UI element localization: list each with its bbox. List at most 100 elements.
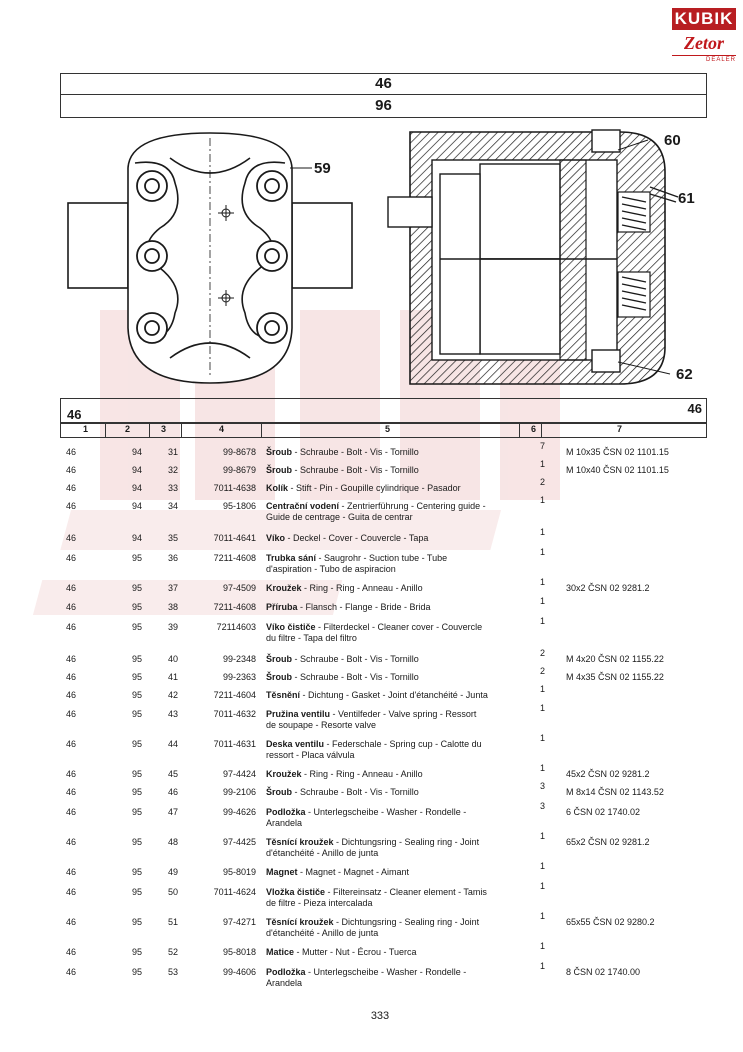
cell-quantity: 1: [540, 941, 546, 951]
part-name: Šroub: [266, 447, 292, 457]
part-name: Deska ventilu: [266, 739, 325, 749]
cell-subgroup: 95: [131, 672, 142, 682]
part-description-line2: d'étanchéité - Anillo de junta: [266, 928, 379, 938]
cell-part-number: 95-8018: [222, 947, 256, 957]
part-name: Víko čističe: [266, 622, 316, 632]
cell-quantity: 1: [540, 961, 546, 971]
table-title-left: 46: [67, 407, 82, 422]
part-name: Těsnící kroužek: [266, 837, 334, 847]
cell-part-number: 7211-4604: [213, 690, 256, 700]
cell-spec: M 8x14 ČSN 02 1143.52: [566, 787, 664, 797]
cell-group: 46: [66, 654, 77, 664]
part-description: - Zentrierführung - Centering guide -: [339, 501, 486, 511]
cell-group: 46: [66, 739, 77, 749]
cell-description: Trubka sání - Saugrohr - Suction tube - …: [266, 553, 534, 575]
cell-description: Centrační vodení - Zentrierführung - Cen…: [266, 501, 534, 523]
cell-description: Těsnění - Dichtung - Gasket - Joint d'ét…: [266, 690, 534, 701]
cell-part-number: 99-8678: [222, 447, 256, 457]
cell-group: 46: [66, 837, 77, 847]
cell-subgroup: 95: [131, 807, 142, 817]
cell-spec: 30x2 ČSN 02 9281.2: [566, 583, 650, 593]
cell-part-number: 7011-4641: [213, 533, 256, 543]
cell-group: 46: [66, 672, 77, 682]
part-name: Trubka sání: [266, 553, 317, 563]
cell-quantity: 3: [540, 801, 546, 811]
cell-description: Šroub - Schraube - Bolt - Vis - Tornillo: [266, 787, 534, 798]
part-description: - Filterdeckel - Cleaner cover - Couverc…: [315, 622, 483, 632]
part-description: - Dichtungsring - Sealing ring - Joint: [333, 917, 480, 927]
cell-quantity: 3: [540, 781, 546, 791]
part-description: - Schraube - Bolt - Vis - Tornillo: [292, 654, 419, 664]
logo-brand: KUBIK: [672, 8, 736, 30]
cell-quantity: 1: [540, 547, 546, 557]
cell-part-number: 97-4424: [222, 769, 256, 779]
cell-part-number: 99-8679: [222, 465, 256, 475]
cell-group: 46: [66, 709, 77, 719]
cell-description: Těsnící kroužek - Dichtungsring - Sealin…: [266, 837, 534, 859]
cell-group: 46: [66, 690, 77, 700]
cell-description: Šroub - Schraube - Bolt - Vis - Tornillo: [266, 465, 534, 476]
cell-subgroup: 95: [131, 690, 142, 700]
part-name: Těsnění: [266, 690, 301, 700]
part-description-line2: d'aspiration - Tubo de aspiracion: [266, 564, 396, 574]
part-name: Těsnící kroužek: [266, 917, 334, 927]
cell-group: 46: [66, 622, 77, 632]
col-header-7: 7: [617, 424, 623, 434]
cell-spec: M 10x35 ČSN 02 1101.15: [566, 447, 669, 457]
cell-position: 33: [167, 483, 178, 493]
cell-part-number: 99-2348: [222, 654, 256, 664]
table-title-bar: 46 46: [60, 398, 707, 424]
part-description-line2: ressort - Placa válvula: [266, 750, 355, 760]
cell-group: 46: [66, 602, 77, 612]
part-name: Příruba: [266, 602, 298, 612]
cell-spec: M 4x20 ČSN 02 1155.22: [566, 654, 664, 664]
part-description: - Dichtung - Gasket - Joint d'étanchéité…: [300, 690, 488, 700]
part-name: Magnet: [266, 867, 298, 877]
cell-quantity: 1: [540, 881, 546, 891]
cell-quantity: 1: [540, 616, 546, 626]
cell-position: 32: [167, 465, 178, 475]
part-description-line2: Arandela: [266, 978, 303, 988]
cell-quantity: 2: [540, 648, 546, 658]
cell-quantity: 1: [540, 527, 546, 537]
cell-group: 46: [66, 483, 77, 493]
cell-quantity: 1: [540, 495, 546, 505]
cell-subgroup: 95: [131, 622, 142, 632]
cell-group: 46: [66, 553, 77, 563]
cell-subgroup: 95: [131, 887, 142, 897]
cell-subgroup: 95: [131, 709, 142, 719]
part-name: Vložka čističe: [266, 887, 326, 897]
col-header-5: 5: [385, 424, 391, 434]
cell-position: 49: [167, 867, 178, 877]
cell-subgroup: 94: [131, 465, 142, 475]
cell-position: 43: [167, 709, 178, 719]
part-description: - Ventilfeder - Valve spring - Ressort: [330, 709, 477, 719]
subgroup-number: 96: [375, 97, 392, 114]
cell-group: 46: [66, 769, 77, 779]
cell-position: 36: [167, 553, 178, 563]
part-description: - Unterlegscheibe - Washer - Rondelle -: [305, 807, 467, 817]
cell-description: Kolík - Stift - Pin - Goupille cylindriq…: [266, 483, 534, 494]
cell-group: 46: [66, 867, 77, 877]
cell-part-number: 99-2363: [222, 672, 256, 682]
cell-position: 46: [167, 787, 178, 797]
cell-spec: 45x2 ČSN 02 9281.2: [566, 769, 650, 779]
part-description: - Filtereinsatz - Cleaner element - Tami…: [325, 887, 487, 897]
cell-group: 46: [66, 887, 77, 897]
cell-spec: 65x2 ČSN 02 9281.2: [566, 837, 650, 847]
part-description: - Dichtungsring - Sealing ring - Joint: [333, 837, 480, 847]
subgroup-number-box: 96: [60, 94, 707, 118]
pump-section-view-drawing: [387, 129, 679, 385]
part-description: - Magnet - Magnet - Aimant: [297, 867, 410, 877]
cell-subgroup: 95: [131, 787, 142, 797]
cell-subgroup: 94: [131, 501, 142, 511]
cell-position: 41: [167, 672, 178, 682]
cell-position: 40: [167, 654, 178, 664]
cell-quantity: 1: [540, 577, 546, 587]
cell-description: Šroub - Schraube - Bolt - Vis - Tornillo: [266, 672, 534, 683]
cell-part-number: 7011-4632: [213, 709, 256, 719]
cell-spec: M 4x35 ČSN 02 1155.22: [566, 672, 664, 682]
cell-group: 46: [66, 787, 77, 797]
col-header-4: 4: [219, 424, 225, 434]
cell-quantity: 2: [540, 477, 546, 487]
